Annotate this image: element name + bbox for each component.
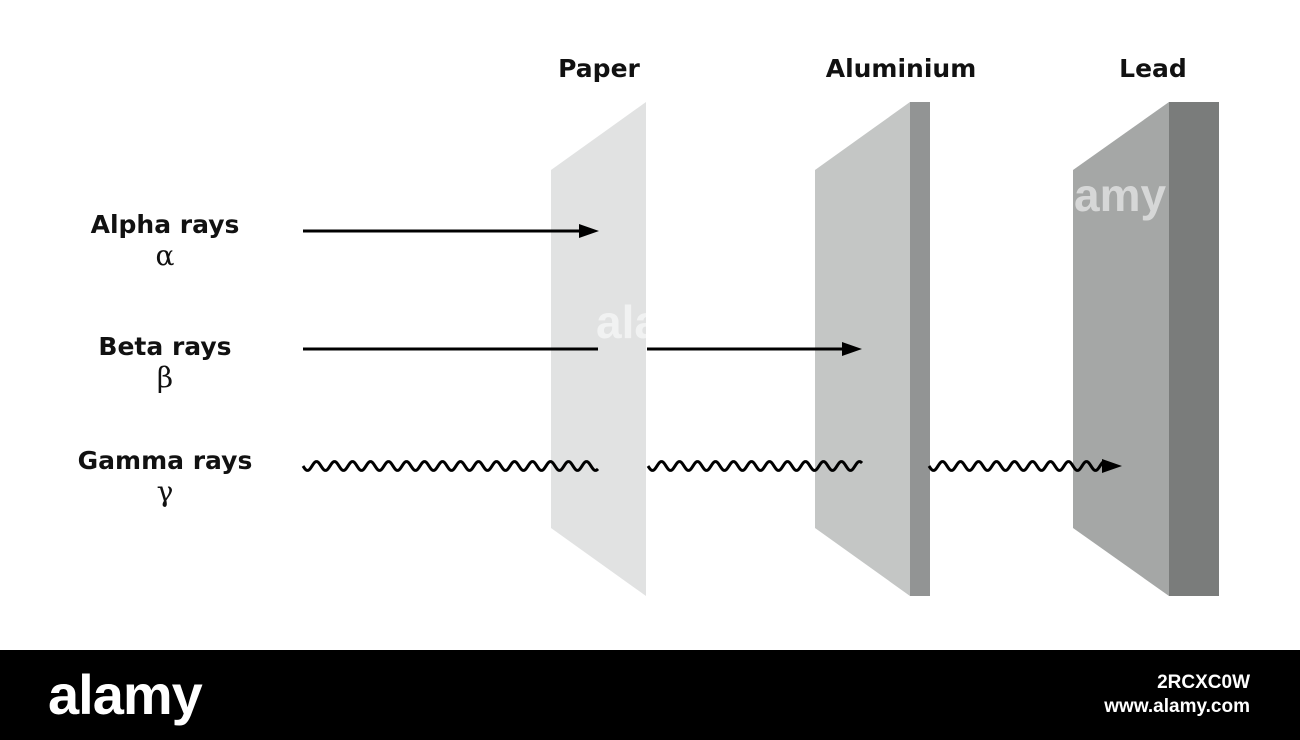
alpha-ray-label: Alpha rays α <box>91 210 240 272</box>
gamma-ray-wave <box>301 460 600 472</box>
stock-footer-bar: alamy 2RCXC0W www.alamy.com <box>0 650 1300 740</box>
gamma-ray-label: Gamma rays γ <box>78 446 253 508</box>
gamma-ray-wave <box>646 460 864 472</box>
beta-ray-label: Beta rays β <box>98 332 231 394</box>
lead-barrier-face <box>1073 102 1169 596</box>
gamma-ray-wave <box>927 460 1105 472</box>
watermark-logo: ala <box>596 296 660 348</box>
paper-title: Paper <box>558 54 640 83</box>
stock-image-id: 2RCXC0W <box>1157 672 1250 693</box>
lead-title: Lead <box>1119 54 1187 83</box>
alpha-ray-name: Alpha rays <box>90 210 240 239</box>
aluminium-title: Aluminium <box>825 54 977 83</box>
paper-barrier-face <box>551 102 646 596</box>
alpha-arrowhead <box>579 224 599 238</box>
beta-ray-name: Beta rays <box>98 332 232 361</box>
gamma-arrowhead <box>1102 459 1122 473</box>
beta-arrowhead <box>842 342 862 356</box>
aluminium-barrier-edge <box>910 102 930 596</box>
brand-logo[interactable]: alamy <box>48 663 203 726</box>
gamma-ray-name: Gamma rays <box>77 446 253 475</box>
site-url-link[interactable]: www.alamy.com <box>1104 696 1250 717</box>
beta-symbol: β <box>156 361 174 394</box>
radiation-diagram <box>301 102 1219 596</box>
aluminium-barrier-face <box>815 102 910 596</box>
alpha-symbol: α <box>155 239 175 272</box>
gamma-symbol: γ <box>156 475 174 508</box>
watermark-logo: amy <box>1074 169 1167 221</box>
diagram-canvas: Paper Aluminium Lead Alpha rays α Beta r… <box>77 54 1219 596</box>
lead-barrier-edge <box>1169 102 1219 596</box>
